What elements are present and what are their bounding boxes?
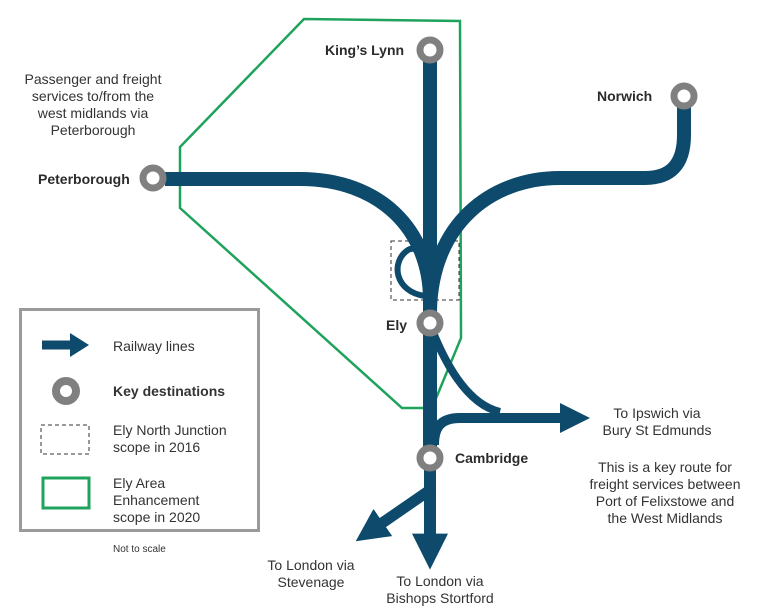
station-label-cambridge: Cambridge xyxy=(455,450,529,466)
dashed-box-icon xyxy=(40,424,90,455)
ely-area-scope-2020-outline xyxy=(178,17,463,410)
railway-line-to-stevenage xyxy=(355,485,434,542)
railway-line-norwich-ely xyxy=(423,105,691,311)
note-line: To London via xyxy=(267,557,355,573)
west-midlands-note: Passenger and freight services to/from t… xyxy=(18,71,168,139)
note-line: Port of Felixstowe and xyxy=(595,493,735,509)
legend-label-line: scope in 2020 xyxy=(113,509,201,525)
note-line: freight services between xyxy=(589,476,741,492)
london-stevenage-label: To London via Stevenage xyxy=(251,557,371,591)
note-line: services to/from the xyxy=(31,88,155,104)
london-bishops-stortford-label: To London via Bishops Stortford xyxy=(375,573,505,607)
note-line: the West Midlands xyxy=(607,510,723,526)
note-line: Bury St Edmunds xyxy=(602,422,712,438)
felixstowe-freight-note: This is a key route for freight services… xyxy=(575,459,755,527)
legend-label-railway-lines: Railway lines xyxy=(113,338,195,354)
station-ring-ely[interactable] xyxy=(416,309,444,337)
railway-line-to-ipswich xyxy=(429,403,590,446)
station-label-ely: Ely xyxy=(386,317,408,333)
note-line: west midlands via xyxy=(37,105,149,121)
station-ring-icon xyxy=(52,377,80,405)
station-ring-peterborough[interactable] xyxy=(139,164,167,192)
note-line: Peterborough xyxy=(50,122,136,138)
arrow-icon xyxy=(42,333,89,357)
legend-icons xyxy=(40,333,91,510)
note-line: Bishops Stortford xyxy=(386,590,494,606)
station-ring-cambridge[interactable] xyxy=(416,444,444,472)
station-ring-kings-lynn[interactable] xyxy=(416,36,444,64)
station-label-peterborough: Peterborough xyxy=(38,171,130,187)
legend-label-line: Ely North Junction xyxy=(113,422,227,438)
note-line: Stevenage xyxy=(277,574,345,590)
legend-label-ely-north-junction: Ely North Junction scope in 2016 xyxy=(113,422,227,456)
legend-label-ely-area-enhancement: Ely Area Enhancement scope in 2020 xyxy=(113,475,200,526)
green-box-icon xyxy=(41,476,91,510)
railway-line-ely-north-loop xyxy=(394,245,433,299)
note-line: This is a key route for xyxy=(598,459,732,475)
not-to-scale-note: Not to scale xyxy=(113,544,166,555)
legend-label-line: scope in 2016 xyxy=(113,439,201,455)
railway-line-ely-ipswich-chord xyxy=(428,328,502,416)
legend-label-key-destinations: Key destinations xyxy=(113,383,226,399)
railway-line-peterborough-ely xyxy=(165,172,437,301)
ipswich-destination-label: To Ipswich via Bury St Edmunds xyxy=(592,405,722,439)
note-line: To London via xyxy=(396,573,484,589)
note-line: Passenger and freight xyxy=(24,71,162,87)
legend-label-line: Enhancement xyxy=(113,492,200,508)
station-ring-norwich[interactable] xyxy=(670,82,698,110)
station-label-norwich: Norwich xyxy=(597,88,653,104)
note-line: To Ipswich via xyxy=(613,405,701,421)
station-label-kings-lynn: King’s Lynn xyxy=(325,42,405,58)
legend-label-line: Ely Area xyxy=(113,475,166,491)
legend: Railway lines Key destinations Ely North… xyxy=(19,308,260,532)
